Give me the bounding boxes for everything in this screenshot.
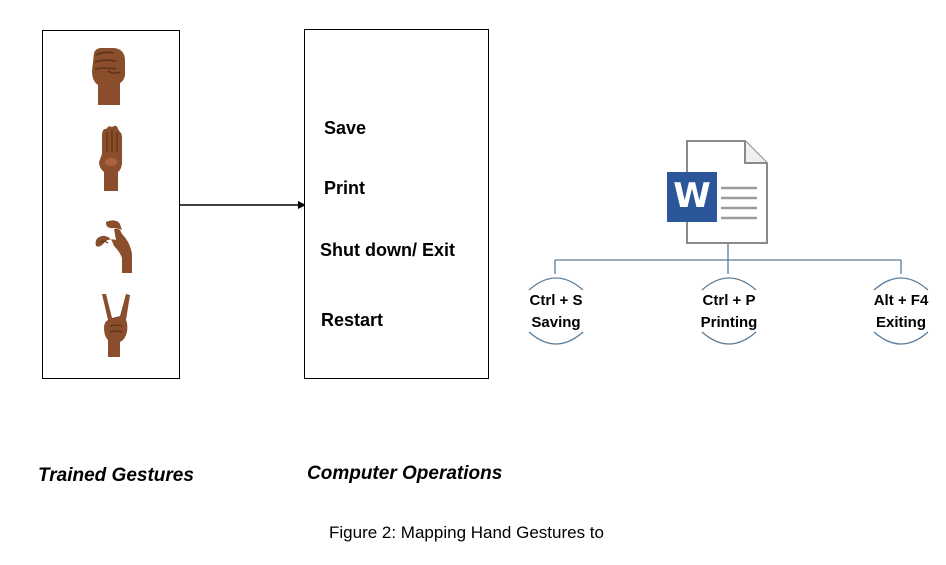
shortcut-save: Ctrl + S Saving bbox=[516, 290, 596, 334]
shortcut-print-keys: Ctrl + P bbox=[702, 292, 756, 309]
operation-print: Print bbox=[324, 178, 366, 198]
operation-shutdown: Shut down/ Exit bbox=[320, 240, 455, 260]
shortcut-exit-action: Exiting bbox=[875, 314, 926, 331]
word-letter: W bbox=[673, 176, 711, 216]
word-document-icon bbox=[667, 140, 768, 244]
operations-box bbox=[304, 29, 489, 379]
operation-save: Save bbox=[324, 118, 367, 138]
gestures-caption: Trained Gestures bbox=[38, 465, 194, 486]
shortcut-exit-keys: Alt + F4 bbox=[873, 292, 929, 309]
figure-caption: Figure 2: Mapping Hand Gestures to bbox=[329, 523, 604, 542]
shortcut-save-action: Saving bbox=[531, 314, 581, 331]
operations-caption: Computer Operations bbox=[307, 463, 503, 484]
operation-restart: Restart bbox=[321, 310, 384, 330]
c-shape-gesture-icon bbox=[95, 220, 132, 273]
shortcut-print-action: Printing bbox=[700, 314, 758, 331]
shortcut-print: Ctrl + P Printing bbox=[689, 290, 769, 334]
shortcut-exit: Alt + F4 Exiting bbox=[861, 290, 941, 334]
fist-gesture-icon bbox=[92, 47, 125, 105]
shortcut-save-keys: Ctrl + S bbox=[529, 292, 583, 309]
open-palm-gesture-icon bbox=[99, 125, 122, 191]
v-sign-gesture-icon bbox=[102, 294, 130, 357]
shortcut-connector-tree bbox=[554, 244, 902, 274]
shortcut-arcs bbox=[528, 277, 929, 345]
mapping-arrow bbox=[180, 201, 306, 209]
